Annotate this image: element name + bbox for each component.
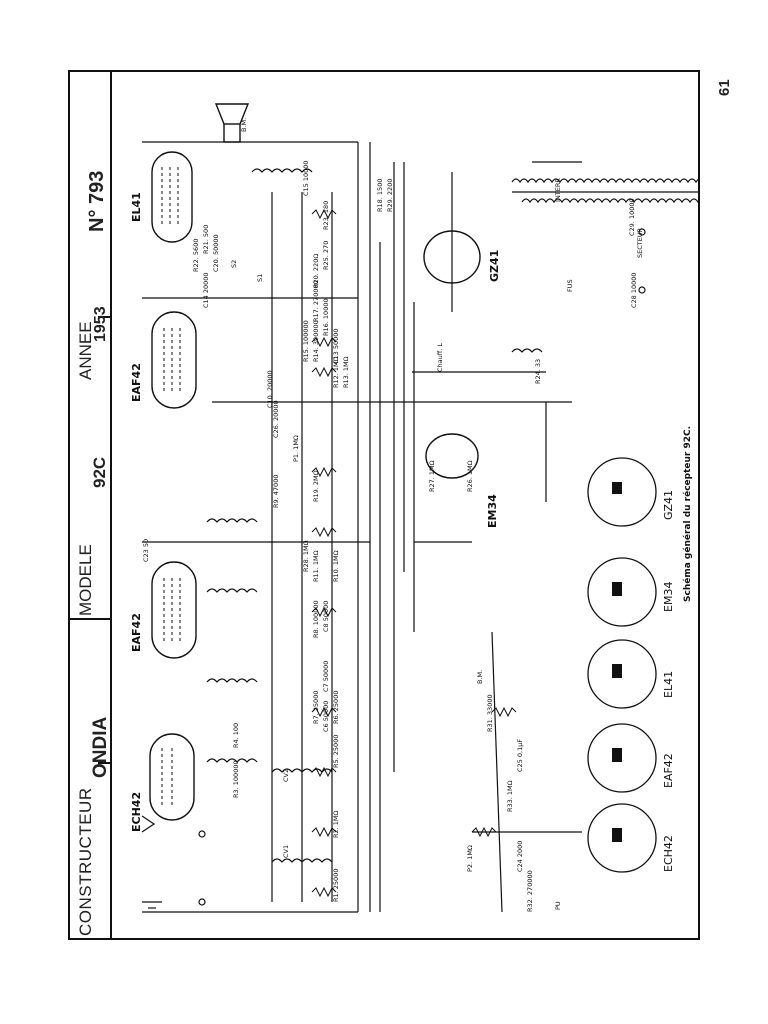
label-r32: R32. 270000 <box>526 870 534 912</box>
label-cv2: CV2 <box>282 769 290 782</box>
label-r22: R22. 5600 <box>192 239 200 272</box>
label-r27: R27. 1MΩ <box>428 460 436 492</box>
socket-label-eaf42: EAF42 <box>662 753 675 788</box>
tube-label-em34: EM34 <box>486 494 499 528</box>
socket-label-el41: EL41 <box>662 671 675 698</box>
label-pu: PU <box>554 901 562 910</box>
label-r12: R12. 1MΩ <box>332 356 340 388</box>
label-r24: R24. 33 <box>534 359 542 384</box>
annee-value: 1953 <box>92 306 109 342</box>
label-r15: R15. 100000 <box>302 320 310 362</box>
label-r18: R18. 1500 <box>376 179 384 212</box>
label-c6: C6 50000 <box>322 701 330 732</box>
label-c14: C14 20000 <box>202 272 210 308</box>
label-r1: R1. 25000 <box>332 869 340 902</box>
label-r4: R4. 100 <box>232 723 240 748</box>
tube-label-gz41: GZ41 <box>488 250 501 282</box>
label-p1: P1. 1MΩ <box>292 435 300 462</box>
label-r14: R14. 390000 <box>312 320 320 362</box>
label-r7: R7. 25000 <box>312 691 320 724</box>
schematic-caption: Schéma général du récepteur 92C. <box>682 426 693 602</box>
label-c29: C29. 10000 <box>628 198 636 236</box>
label-bm2: B.M. <box>476 670 484 684</box>
label-r25: R25. 270 <box>322 241 330 270</box>
label-c26: C26. 20000 <box>272 400 280 438</box>
socket-label-ech42: ECH42 <box>662 835 675 872</box>
constructeur-value: ONDIA <box>90 716 111 778</box>
label-c25: C25 0,1µF <box>516 739 524 772</box>
label-chauff: Chauff. L <box>436 343 444 372</box>
tube-label-el41: EL41 <box>130 192 143 222</box>
label-bm: B.M. <box>240 118 248 132</box>
label-r9: R9. 47000 <box>272 475 280 508</box>
document-frame <box>68 70 700 940</box>
label-r20: R20. 220Ω <box>312 254 320 288</box>
label-c8: C8 50000 <box>322 601 330 632</box>
label-c13: C13 50000 <box>332 328 340 364</box>
label-r17: R17. 270000 <box>312 280 320 322</box>
label-fus: FUS <box>566 279 574 292</box>
header-divider-1 <box>98 762 112 764</box>
label-c24: C24 2000 <box>516 841 524 872</box>
label-r29: R29. 2200 <box>386 179 394 212</box>
tube-label-eaf42-2: EAF42 <box>130 363 143 402</box>
header-divider-3 <box>98 316 112 318</box>
label-r19: R19. 2MΩ <box>312 470 320 502</box>
numero: N° 793 <box>86 170 108 232</box>
label-c7: C7 50000 <box>322 661 330 692</box>
label-r28: R28. 1MΩ <box>302 540 310 572</box>
label-r11: R11. 1MΩ <box>312 550 320 582</box>
label-c10: C10. 20000 <box>266 370 274 408</box>
label-r31: R31. 33000 <box>486 694 494 732</box>
label-r5: R5. 25000 <box>332 735 340 768</box>
socket-label-em34: EM34 <box>662 582 675 612</box>
label-r2: R2. 1MΩ <box>332 810 340 838</box>
label-c28: C28 10000 <box>630 272 638 308</box>
label-r6: R6. 25000 <box>332 691 340 724</box>
socket-label-gz41: GZ41 <box>662 490 675 520</box>
schematic-diagram: ECH42 EAF42 EAF42 EL41 GZ41 EM34 ECH42 E… <box>130 103 700 913</box>
label-secteur: SECTEUR <box>636 227 644 258</box>
tube-label-ech42: ECH42 <box>130 792 143 832</box>
header-divider-2 <box>68 618 112 620</box>
label-r26: R26. 1MΩ <box>466 460 474 492</box>
label-r33: R33. 1MΩ <box>506 780 514 812</box>
label-cv1: CV1 <box>282 845 290 858</box>
label-r23: R23. 180 <box>322 201 330 230</box>
label-c20: C20. 50000 <box>212 234 220 272</box>
label-r16: R16. 10000 <box>322 298 330 336</box>
constructeur-label: CONSTRUCTEUR <box>76 787 95 936</box>
label-r3: R3. 100000 <box>232 760 240 798</box>
label-p2: P2. 1MΩ <box>466 845 474 872</box>
label-interr: INTERR <box>554 178 562 202</box>
label-c23: C23 50 <box>142 539 150 562</box>
header-band: CONSTRUCTEUR ONDIA MODELE 92C ANNEE 1953… <box>68 70 112 940</box>
label-s2: S2 <box>230 260 238 268</box>
modele-value: 92C <box>90 456 109 488</box>
page-number: 61 <box>716 79 733 96</box>
label-c15: C15 10000 <box>302 160 310 196</box>
tube-label-eaf42-1: EAF42 <box>130 613 143 652</box>
label-r8: R8. 100000 <box>312 600 320 638</box>
label-s1: S1 <box>256 274 264 282</box>
label-r10: R10. 1MΩ <box>332 550 340 582</box>
label-r13: R13. 1MΩ <box>342 356 350 388</box>
modele-label: MODELE <box>76 544 95 616</box>
label-r21: R21. 500 <box>202 225 210 254</box>
